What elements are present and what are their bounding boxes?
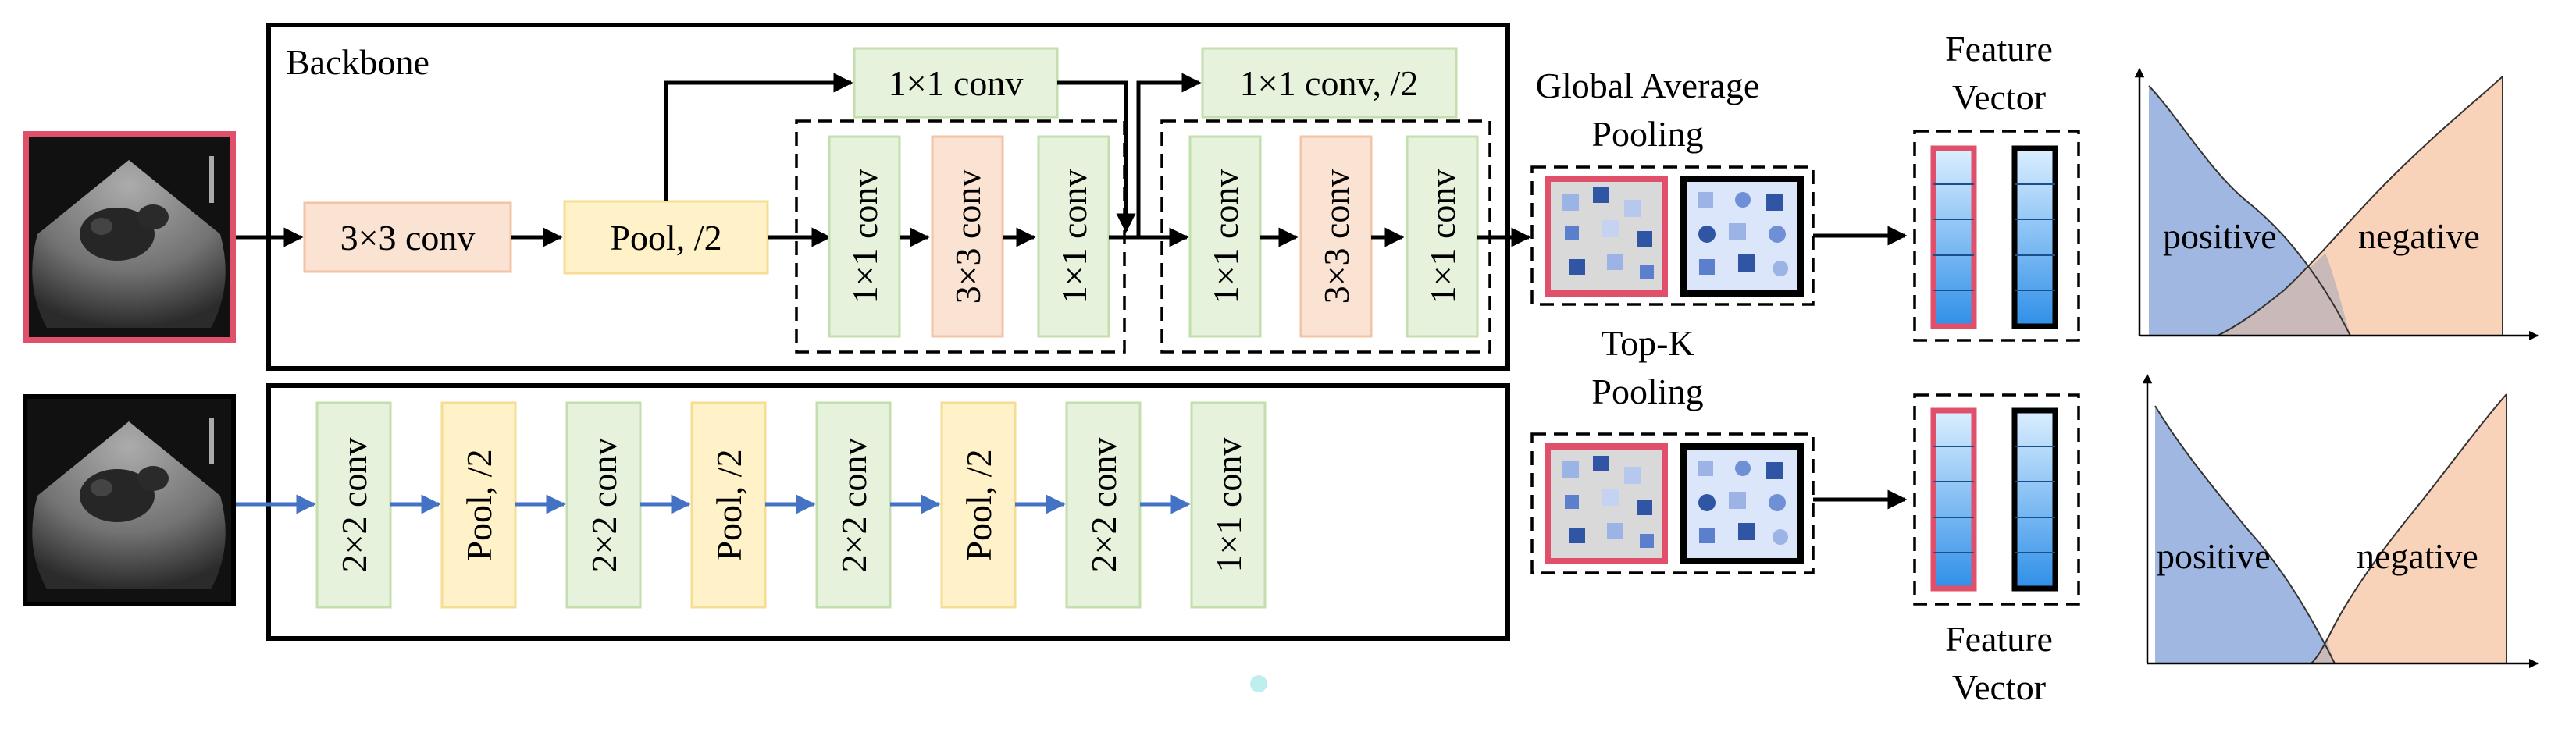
branch-layer-5: 2×2 conv — [815, 401, 892, 609]
feature-vector-top-red — [1930, 145, 1977, 329]
input-ultrasound-image-top — [23, 131, 236, 343]
branch-layer-7: 2×2 conv — [1065, 401, 1142, 609]
branch-layer-4-label: Pool, /2 — [709, 449, 749, 560]
branch-layer-4: Pool, /2 — [690, 401, 767, 609]
block1-conv-b-label: 3×3 conv — [948, 169, 988, 304]
branch-layer-8: 1×1 conv — [1190, 401, 1267, 609]
branch-layer-2-label: Pool, /2 — [459, 449, 499, 560]
arrow-to-shortcut2 — [1136, 73, 1202, 237]
dist-top-overlap — [2218, 253, 2350, 336]
topk-title-line1: Top-K — [1601, 323, 1694, 363]
block1-conv-a-label: 1×1 conv — [845, 169, 885, 304]
topk-map-red — [1545, 443, 1668, 564]
dist-bottom-positive-area — [2155, 406, 2335, 663]
shortcut-conv-2: 1×1 conv, /2 — [1201, 47, 1458, 119]
branch-layer-2: Pool, /2 — [440, 401, 517, 609]
feature-vector-group-top — [1913, 130, 2080, 342]
block1-conv-a: 1×1 conv — [828, 135, 901, 338]
block1-conv-c: 1×1 conv — [1037, 135, 1110, 338]
topk-map-black — [1680, 443, 1804, 564]
shortcut-conv-2-label: 1×1 conv, /2 — [1240, 63, 1419, 103]
dist-top-negative-area — [2218, 76, 2503, 336]
branch-layer-1-label: 2×2 conv — [334, 438, 374, 573]
feature-bottom-line2: Vector — [1952, 667, 2046, 707]
branch-layer-3-label: 2×2 conv — [584, 438, 624, 573]
gap-map-black — [1680, 176, 1804, 297]
distribution-plot-top: positive negative — [2134, 67, 2539, 341]
shortcut-conv-1: 1×1 conv — [853, 47, 1059, 119]
arrow-shortcut1-to-add — [1057, 80, 1136, 233]
feature-vector-group-bottom — [1913, 393, 2080, 606]
branch-layer-6-label: Pool, /2 — [959, 449, 999, 560]
branch-layer-1: 2×2 conv — [315, 401, 392, 609]
dist-bottom-negative-area — [2311, 394, 2507, 663]
block1-conv-b: 3×3 conv — [931, 135, 1004, 338]
branch-layer-7-label: 2×2 conv — [1084, 438, 1124, 573]
input-ultrasound-image-bottom — [23, 394, 236, 606]
branch-layer-5-label: 2×2 conv — [834, 438, 874, 573]
branch-layer-3: 2×2 conv — [565, 401, 642, 609]
block2-conv-c-label: 1×1 conv — [1423, 169, 1463, 304]
block2-conv-c: 1×1 conv — [1406, 135, 1479, 338]
dist-bottom-positive-label: positive — [2157, 536, 2271, 576]
block2-conv-a: 1×1 conv — [1188, 135, 1262, 338]
dist-top-positive-area — [2149, 86, 2350, 336]
branch-frame — [266, 383, 1510, 641]
block2-conv-b-label: 3×3 conv — [1317, 169, 1356, 304]
gap-title-line2: Pooling — [1591, 114, 1703, 154]
gap-map-red — [1545, 176, 1668, 297]
feature-top-line1: Feature — [1945, 29, 2053, 69]
branch-layers: 2×2 conv Pool, /2 2×2 conv Pool, /2 2×2 … — [315, 401, 1267, 609]
dist-bottom-overlap — [2311, 640, 2335, 663]
backbone-frame — [266, 23, 1510, 371]
distribution-plot-bottom: positive negative — [2142, 373, 2539, 669]
topk-title-line2: Pooling — [1591, 372, 1703, 411]
block2-conv-b: 3×3 conv — [1299, 135, 1373, 338]
feature-vector-top-black — [2011, 145, 2058, 329]
feature-top-line2: Vector — [1952, 77, 2046, 117]
block2-conv-a-label: 1×1 conv — [1206, 169, 1245, 304]
topk-group — [1530, 432, 1815, 574]
dist-bottom-negative-label: negative — [2357, 536, 2478, 576]
dist-top-positive-label: positive — [2163, 216, 2277, 256]
feature-bottom-line1: Feature — [1945, 619, 2053, 659]
pool-block: Pool, /2 — [563, 200, 769, 275]
gap-title-line1: Global Average — [1536, 66, 1760, 105]
feature-vector-bottom-red — [1930, 407, 1977, 592]
branch-layer-6: Pool, /2 — [940, 401, 1017, 609]
conv3x3-block: 3×3 conv — [303, 201, 512, 273]
dist-top-negative-label: negative — [2358, 216, 2480, 256]
shortcut-conv-1-label: 1×1 conv — [889, 63, 1024, 103]
branch-layer-8-label: 1×1 conv — [1209, 438, 1249, 573]
block1-conv-c-label: 1×1 conv — [1054, 169, 1094, 304]
feature-vector-bottom-black — [2011, 407, 2058, 592]
conv3x3-label: 3×3 conv — [340, 218, 476, 258]
pool-label: Pool, /2 — [610, 218, 721, 258]
teal-dot — [1250, 675, 1267, 692]
arrow-pool-to-shortcut1 — [664, 73, 853, 201]
backbone-title: Backbone — [286, 42, 429, 82]
